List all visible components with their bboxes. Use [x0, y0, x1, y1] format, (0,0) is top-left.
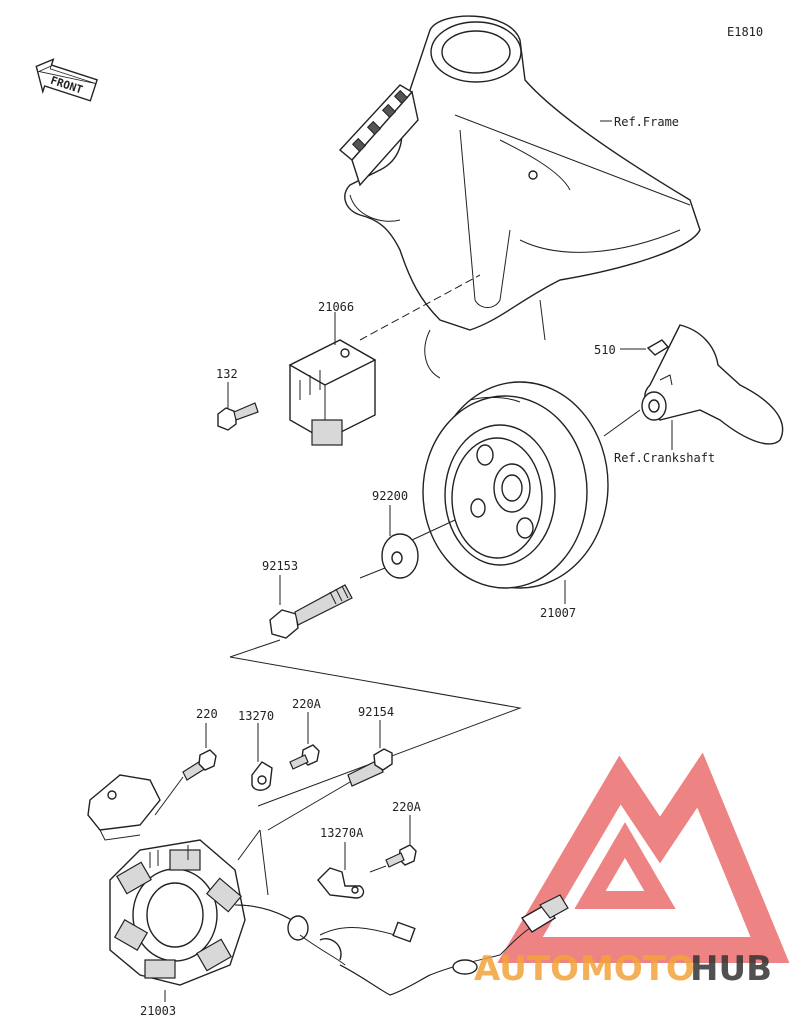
part-label-21003: 21003: [140, 1004, 176, 1018]
clamp-13270: [251, 761, 273, 791]
part-label-92153: 92153: [262, 559, 298, 573]
stator-21003: [87, 774, 246, 986]
automotohub-logo-triangle: [497, 752, 790, 963]
frame-bracket-tabs: [338, 84, 419, 187]
clamp-13270A: [317, 867, 365, 899]
washer-92200: [381, 533, 419, 579]
regulator-rectifier-21066: [288, 339, 377, 446]
part-label-132: 132: [216, 367, 238, 381]
wire-harness: [234, 894, 569, 996]
logo-text-hub: HUB: [690, 949, 772, 989]
part-label-21066: 21066: [318, 300, 354, 314]
part-label-13270A: 13270A: [320, 826, 364, 840]
part-label-21007: 21007: [540, 606, 576, 620]
part-label-92154: 92154: [358, 705, 394, 719]
key-510: [646, 339, 670, 356]
part-label-220A-lower: 220A: [392, 800, 422, 814]
logo-text-auto: AUTO: [474, 949, 579, 989]
automotohub-logo-text: AUTO MOTO HUB: [474, 949, 772, 989]
part-label-220: 220: [196, 707, 218, 721]
bolt-220: [182, 749, 217, 781]
crankshaft-drawing: [641, 324, 784, 445]
ref-frame-label: Ref.Frame: [614, 115, 679, 129]
diagram-code: E1810: [727, 25, 763, 39]
ref-crankshaft-label: Ref.Crankshaft: [614, 451, 715, 465]
bolt-92153: [269, 584, 353, 639]
logo-text-moto: MOTO: [580, 949, 695, 989]
bolt-220A-upper: [289, 744, 320, 770]
bolt-132: [217, 402, 259, 431]
part-label-13270: 13270: [238, 709, 274, 723]
part-label-510: 510: [594, 343, 616, 357]
frame-drawing: [338, 15, 701, 379]
front-arrow-icon: FRONT: [35, 58, 98, 102]
part-label-220A-upper: 220A: [292, 697, 322, 711]
bolt-220A-lower: [385, 844, 417, 868]
bolt-92154: [347, 748, 393, 787]
part-label-92200: 92200: [372, 489, 408, 503]
flywheel-21007: [422, 381, 609, 589]
